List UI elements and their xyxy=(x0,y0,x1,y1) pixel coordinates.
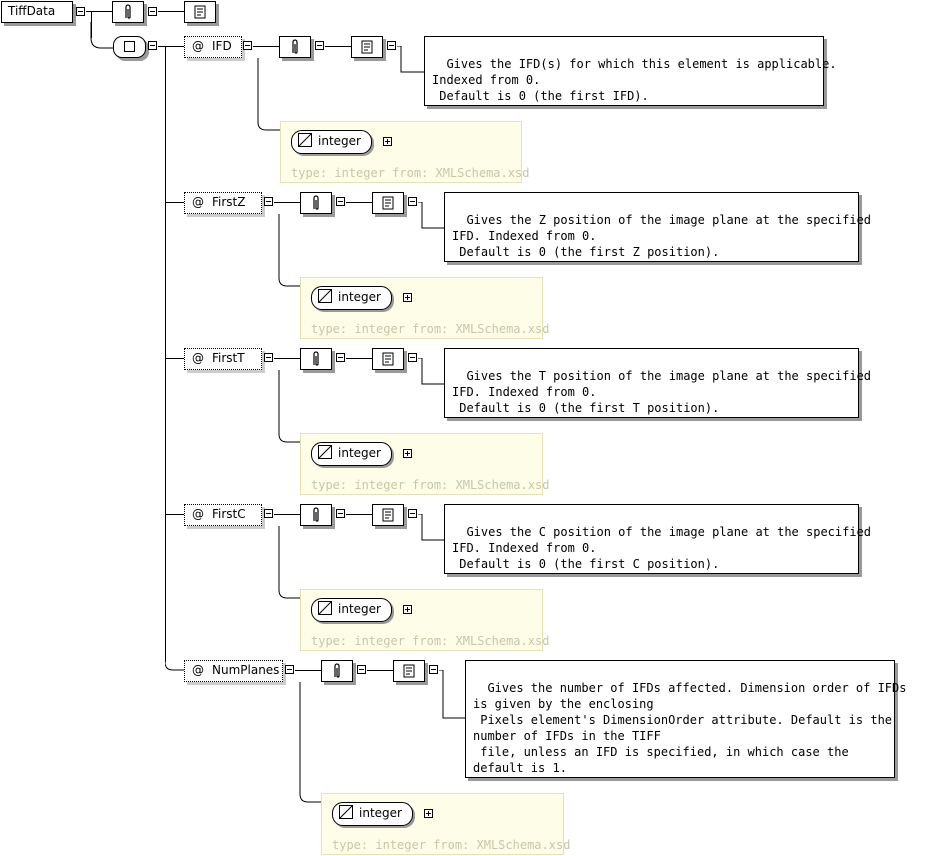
documentation-box: Gives the T position of the image plane … xyxy=(444,348,871,418)
documentation-box: Gives the Z position of the image plane … xyxy=(444,192,871,262)
attribute-marker: @ xyxy=(192,507,204,521)
documentation-box: Gives the IFD(s) for which this element … xyxy=(424,36,837,106)
simple-type-icon xyxy=(339,805,353,819)
attribute-numplanes[interactable]: @ NumPlanes xyxy=(184,660,283,682)
collapse-toggle[interactable] xyxy=(336,509,345,518)
type-pill[interactable]: integer xyxy=(311,286,392,310)
attribute-name: FirstZ xyxy=(212,195,246,209)
collapse-toggle[interactable] xyxy=(408,353,417,362)
type-source-label: type: integer from: XMLSchema.xsd xyxy=(311,322,550,336)
collapse-toggle[interactable] xyxy=(408,197,417,206)
type-pill[interactable]: integer xyxy=(311,442,392,466)
collapse-toggle[interactable] xyxy=(148,41,157,50)
collapse-toggle[interactable] xyxy=(264,509,273,518)
expand-toggle[interactable] xyxy=(403,449,412,458)
attribute-name: FirstC xyxy=(212,507,246,521)
type-name: integer xyxy=(318,134,361,148)
attribute-name: NumPlanes xyxy=(212,663,280,677)
root-element-tiffdata[interactable]: TiffData xyxy=(1,1,73,23)
type-pill[interactable]: integer xyxy=(311,598,392,622)
type-source-label: type: integer from: XMLSchema.xsd xyxy=(332,838,571,852)
expand-toggle[interactable] xyxy=(403,293,412,302)
simple-type-icon xyxy=(318,289,332,303)
documentation-text: Gives the number of IFDs affected. Dimen… xyxy=(473,681,907,775)
attribute-firstt[interactable]: @ FirstT xyxy=(184,348,262,370)
paperclip-icon xyxy=(279,36,311,58)
attribute-name: IFD xyxy=(212,39,232,53)
collapse-toggle[interactable] xyxy=(336,353,345,362)
collapse-toggle[interactable] xyxy=(148,7,157,16)
type-source-label: type: integer from: XMLSchema.xsd xyxy=(311,634,550,648)
attribute-marker: @ xyxy=(192,663,204,677)
simple-type-icon xyxy=(318,445,332,459)
type-name: integer xyxy=(338,602,381,616)
expand-toggle[interactable] xyxy=(424,809,433,818)
attribute-ifd[interactable]: @ IFD xyxy=(184,36,242,58)
collapse-toggle[interactable] xyxy=(264,353,273,362)
paperclip-icon xyxy=(300,348,332,370)
documentation-scroll-icon xyxy=(351,36,383,58)
collapse-toggle[interactable] xyxy=(264,197,273,206)
collapse-toggle[interactable] xyxy=(387,41,396,50)
sequence-icon xyxy=(124,41,135,52)
paperclip-icon xyxy=(112,1,144,23)
type-name: integer xyxy=(338,446,381,460)
attribute-firstc[interactable]: @ FirstC xyxy=(184,504,262,526)
paperclip-icon xyxy=(300,192,332,214)
attribute-marker: @ xyxy=(192,351,204,365)
sequence-compositor[interactable] xyxy=(113,36,146,58)
documentation-text: Gives the IFD(s) for which this element … xyxy=(432,57,837,103)
collapse-toggle[interactable] xyxy=(408,509,417,518)
collapse-toggle[interactable] xyxy=(357,665,366,674)
type-definition-box: integer type: integer from: XMLSchema.xs… xyxy=(300,589,549,651)
collapse-toggle[interactable] xyxy=(336,197,345,206)
documentation-text: Gives the T position of the image plane … xyxy=(452,369,872,415)
simple-type-icon xyxy=(318,601,332,615)
expand-toggle[interactable] xyxy=(403,605,412,614)
documentation-box: Gives the C position of the image plane … xyxy=(444,504,871,574)
collapse-toggle[interactable] xyxy=(285,665,294,674)
documentation-scroll-icon xyxy=(372,192,404,214)
documentation-text: Gives the Z position of the image plane … xyxy=(452,213,872,259)
documentation-scroll-icon xyxy=(393,660,425,682)
collapse-toggle[interactable] xyxy=(315,41,324,50)
type-definition-box: integer type: integer from: XMLSchema.xs… xyxy=(321,793,570,855)
attribute-name: FirstT xyxy=(212,351,245,365)
attribute-marker: @ xyxy=(192,195,204,209)
documentation-scroll-icon xyxy=(372,348,404,370)
type-pill[interactable]: integer xyxy=(332,802,413,826)
documentation-text: Gives the C position of the image plane … xyxy=(452,525,872,571)
type-definition-box: integer type: integer from: XMLSchema.xs… xyxy=(280,121,529,183)
attribute-marker: @ xyxy=(192,39,204,53)
collapse-toggle[interactable] xyxy=(243,41,252,50)
simple-type-icon xyxy=(298,133,312,147)
collapse-toggle[interactable] xyxy=(76,7,85,16)
documentation-scroll-icon xyxy=(372,504,404,526)
type-definition-box: integer type: integer from: XMLSchema.xs… xyxy=(300,433,549,495)
expand-toggle[interactable] xyxy=(383,137,392,146)
collapse-toggle[interactable] xyxy=(429,665,438,674)
paperclip-icon xyxy=(321,660,353,682)
type-source-label: type: integer from: XMLSchema.xsd xyxy=(291,166,530,180)
attribute-firstz[interactable]: @ FirstZ xyxy=(184,192,262,214)
type-pill[interactable]: integer xyxy=(291,130,372,154)
documentation-scroll-icon xyxy=(184,1,216,23)
root-element-label: TiffData xyxy=(8,4,56,18)
type-source-label: type: integer from: XMLSchema.xsd xyxy=(311,478,550,492)
paperclip-icon xyxy=(300,504,332,526)
type-definition-box: integer type: integer from: XMLSchema.xs… xyxy=(300,277,549,339)
type-name: integer xyxy=(359,806,402,820)
type-name: integer xyxy=(338,290,381,304)
documentation-box: Gives the number of IFDs affected. Dimen… xyxy=(465,660,906,778)
